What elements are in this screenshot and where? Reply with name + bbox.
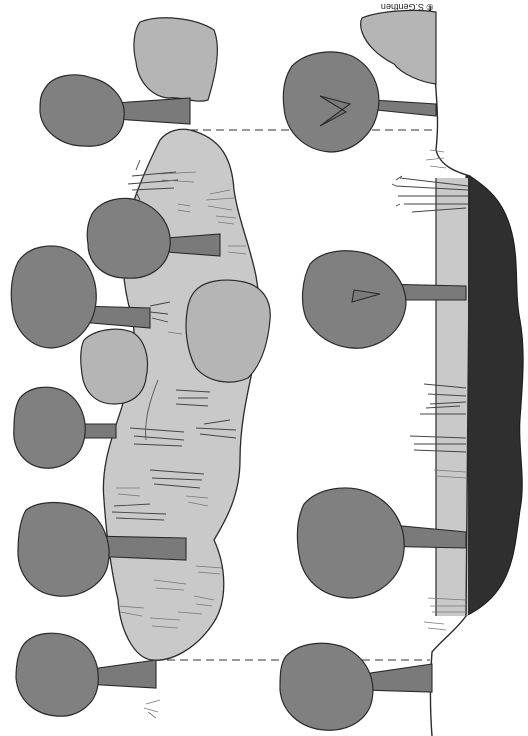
cross-section-view bbox=[280, 6, 523, 736]
plan-view bbox=[11, 18, 270, 718]
bush-left-plan bbox=[81, 329, 148, 404]
bush-middle-plan bbox=[186, 280, 270, 382]
tree-section-4 bbox=[280, 643, 432, 730]
copyright-text: © S.Genthen bbox=[362, 0, 452, 14]
bush-top-plan bbox=[134, 18, 217, 101]
water-layer bbox=[436, 178, 468, 616]
peat-layer bbox=[466, 176, 523, 616]
bush-section bbox=[361, 10, 437, 84]
grass-tuft-bottom-left bbox=[144, 700, 160, 718]
